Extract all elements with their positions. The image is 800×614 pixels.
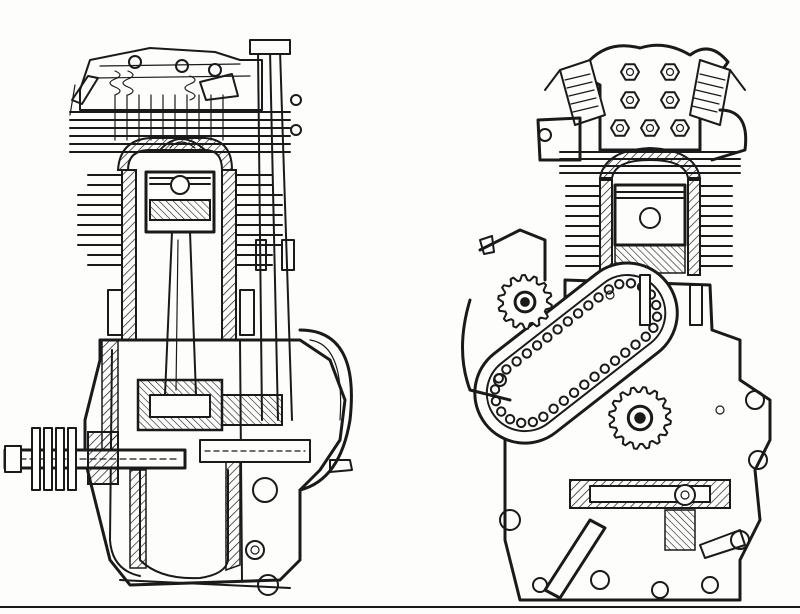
right-cylinder-walls: [599, 179, 701, 276]
hex-bolt: [640, 119, 660, 137]
chain-link: [542, 332, 553, 343]
sprocket-plate: [43, 427, 53, 491]
left-flywheel: [136, 378, 224, 432]
left-pushrods: [249, 39, 302, 421]
right-lower-sprocket: [608, 386, 672, 450]
chain-link: [538, 411, 549, 422]
sprocket-plate: [67, 427, 77, 491]
left-sprocket: [31, 427, 77, 491]
hex-bolt: [610, 119, 630, 137]
hex-bolt-hole: [645, 123, 655, 133]
chain-link: [527, 416, 539, 428]
chain-link: [562, 316, 574, 327]
lower-sprocket-center: [634, 412, 646, 424]
chain-link: [599, 363, 610, 374]
left-rocker-box: [69, 47, 263, 116]
right-head-bolts: [610, 63, 690, 137]
chain-link: [489, 384, 501, 395]
chain-link: [495, 406, 507, 417]
chain-link: [521, 348, 533, 359]
right-head-plate: [587, 43, 730, 152]
chain-link: [650, 299, 662, 311]
chain-link: [548, 403, 559, 414]
chain-link: [504, 414, 516, 425]
chain-link: [630, 339, 641, 350]
chain-link: [583, 300, 594, 311]
chain-link: [511, 356, 522, 367]
chain-link: [515, 417, 527, 429]
chain-link: [620, 347, 631, 358]
left-combustion-chamber: [116, 137, 234, 171]
left-timing-cover: [298, 328, 353, 492]
chain-link: [625, 278, 637, 289]
chain-link: [579, 379, 590, 390]
left-timing-gears: [199, 394, 311, 560]
upper-sprocket-center: [520, 297, 530, 307]
sprocket-plate: [55, 427, 65, 491]
hex-bolt: [660, 91, 680, 109]
hex-bolt: [660, 63, 680, 81]
left-barrel-fins: [77, 174, 283, 266]
chain-link: [558, 395, 569, 406]
chain-link: [572, 308, 584, 319]
hex-bolt-hole: [675, 123, 685, 133]
hex-bolt: [620, 91, 640, 109]
right-engine-section: [461, 43, 772, 602]
left-valve-springs: [109, 70, 196, 101]
left-engine-section: [3, 39, 353, 596]
right-timing-chain: [489, 278, 663, 429]
left-base-details: [107, 289, 291, 596]
chain-link: [651, 311, 663, 322]
right-oil-pump: [543, 479, 746, 600]
chain-link: [614, 278, 625, 290]
hex-bolt-hole: [665, 67, 675, 77]
right-upper-sprocket: [497, 274, 553, 330]
right-chain-case: [473, 261, 679, 445]
chain-link: [531, 340, 543, 351]
hex-bolt: [670, 119, 690, 137]
chain-link: [593, 292, 604, 303]
chain-link: [589, 371, 600, 382]
chain-link: [640, 331, 651, 342]
right-tappet-guides: [605, 274, 725, 415]
chain-link: [552, 324, 563, 335]
sprocket-plate: [31, 427, 41, 491]
hex-bolt-hole: [625, 67, 635, 77]
hex-bolt: [620, 63, 640, 81]
right-barrel-fins: [565, 185, 733, 267]
hex-bolt-hole: [625, 95, 635, 105]
left-piston: [144, 170, 216, 234]
left-connecting-rod: [164, 231, 197, 396]
hex-bolt-hole: [615, 123, 625, 133]
hex-bolt-hole: [665, 95, 675, 105]
right-magneto: [461, 228, 547, 402]
chain-link: [568, 387, 580, 398]
right-piston: [613, 183, 687, 274]
left-mainshaft: [3, 427, 187, 491]
right-sprockets: [497, 274, 672, 450]
right-combustion-chamber: [598, 146, 702, 179]
chain-link: [609, 355, 621, 366]
chain-link: [501, 364, 512, 375]
